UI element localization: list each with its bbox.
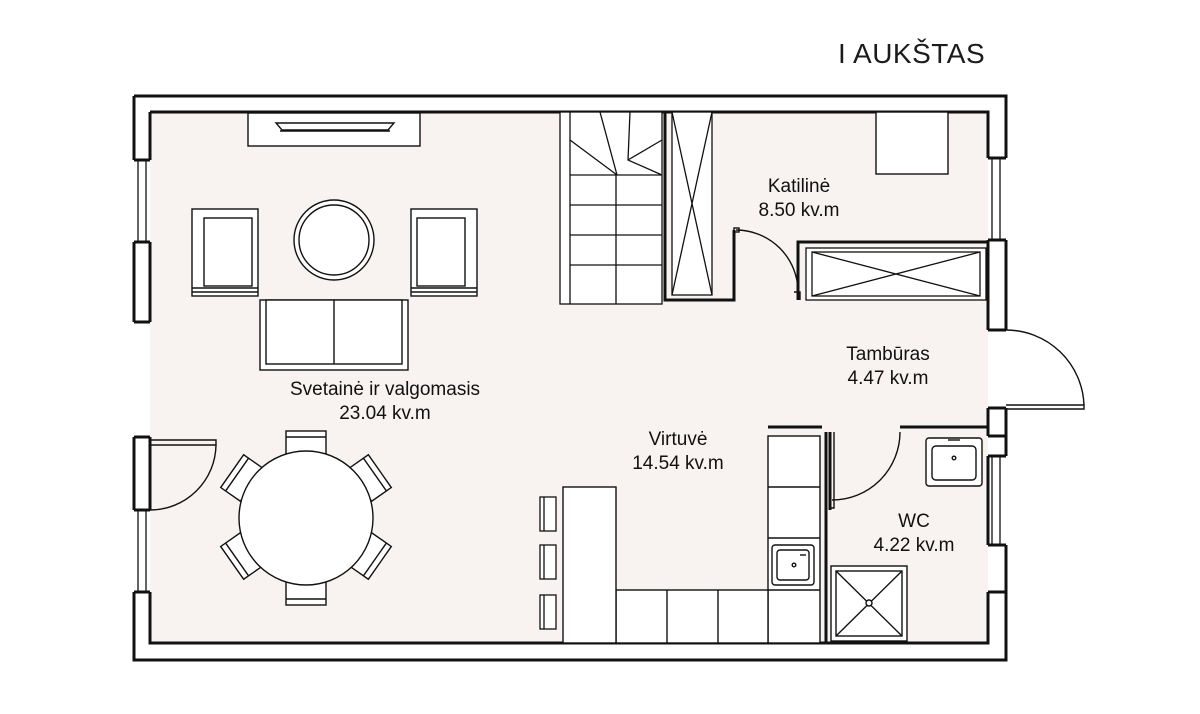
armchair-left: [191, 208, 259, 297]
boiler-unit: [875, 111, 949, 175]
room-area: 23.04 kv.m: [339, 403, 431, 424]
dining-chairs: [219, 430, 393, 606]
armchair-right: [410, 208, 478, 297]
room-area: 14.54 kv.m: [632, 453, 724, 474]
outer-walls: [132, 94, 1008, 662]
tv-stand: [247, 112, 421, 147]
room-label-living: Svetainė ir valgomasis 23.04 kv.m: [290, 378, 480, 426]
closet: [671, 111, 713, 296]
wc-sink: [925, 437, 983, 487]
boiler-door: [733, 227, 801, 300]
kitchen-sink: [771, 544, 815, 586]
room-label-wc: WC 4.22 kv.m: [874, 510, 955, 558]
wc-door: [829, 431, 901, 509]
room-label-kitchen: Virtuvė 14.54 kv.m: [632, 428, 724, 476]
room-name: Virtuvė: [648, 429, 708, 450]
bar-stools: [539, 496, 557, 630]
room-name: Katilinė: [767, 176, 831, 197]
room-name: Svetainė ir valgomasis: [289, 379, 481, 400]
coffee-table: [293, 199, 375, 281]
entrance-door: [1005, 329, 1085, 410]
room-area: 4.22 kv.m: [873, 535, 955, 556]
kitchen-counters: [562, 435, 821, 644]
room-name: WC: [898, 511, 930, 532]
room-name: Tambūras: [846, 344, 930, 365]
staircase: [559, 111, 663, 305]
room-label-vestibule: Tambūras 4.47 kv.m: [846, 343, 929, 391]
room-area: 4.47 kv.m: [847, 368, 929, 389]
side-door: [149, 439, 217, 511]
floor-title: I AUKŠTAS: [838, 38, 986, 69]
room-area: 8.50 kv.m: [758, 200, 840, 221]
dining-table: [219, 430, 393, 606]
windows: [137, 158, 1001, 592]
sofa: [259, 299, 409, 371]
shower-tray: [830, 565, 908, 642]
room-label-boiler: Katilinė 8.50 kv.m: [759, 175, 840, 223]
vestibule-closet: [805, 247, 987, 301]
